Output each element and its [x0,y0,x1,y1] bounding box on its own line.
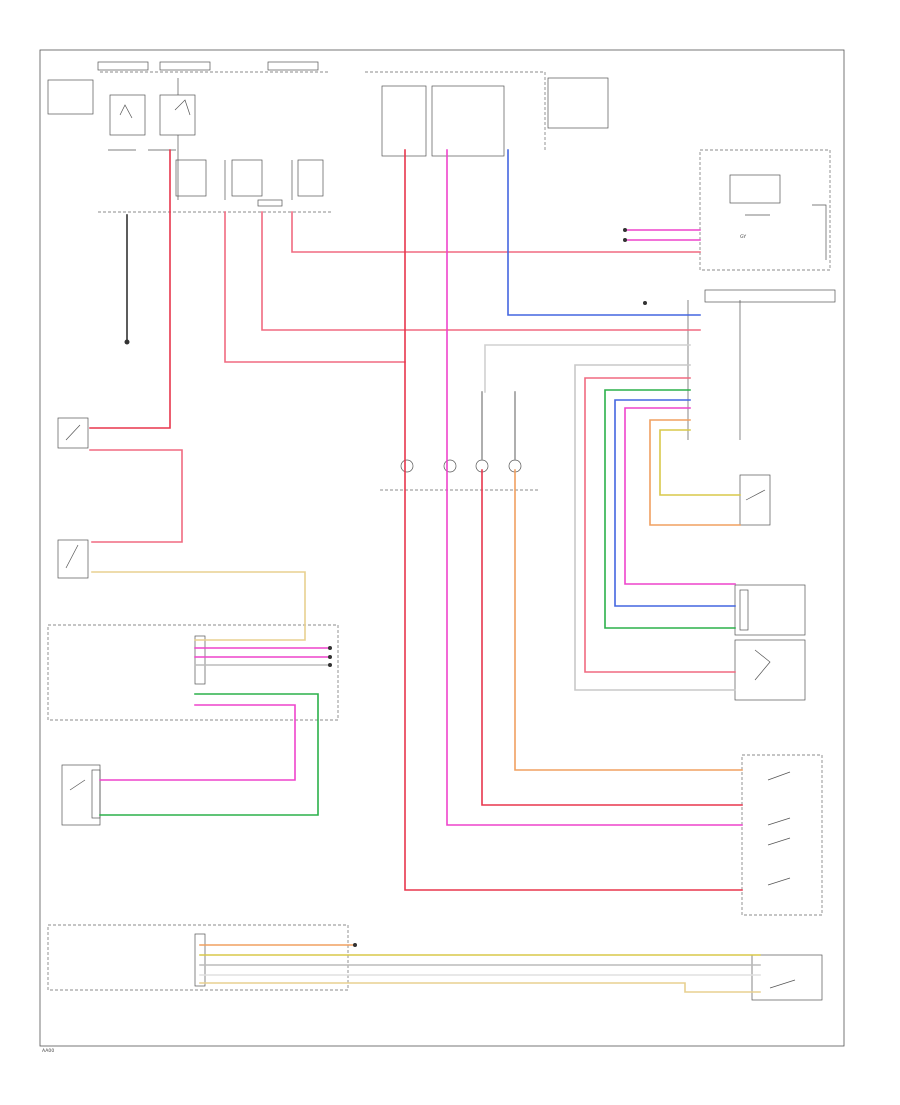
wire-gray-bundle [574,364,736,691]
clutch-sensor-1 [739,474,771,526]
wire-blue-sensor [614,399,736,607]
wire-tan-clutch [91,571,306,641]
bussed-electrical-center [365,71,609,157]
wire-gray-ipc-top [484,344,691,393]
wire-red-brake-feed [89,149,171,429]
diagram-frame [39,49,845,1047]
wire-pink-ipc-battery [261,211,701,331]
ipc-connector [687,289,836,440]
wire-yellow-sensor [659,429,741,496]
wire-bottom-yellow [199,982,761,993]
wire-red-main [404,149,743,891]
clutch-sensor-3 [734,639,806,701]
wire-orange-sensor [649,419,741,526]
wire-pink-sensor-b [584,377,736,673]
ecm-box [47,624,339,721]
splice-pack [380,459,540,491]
svg-text:GY: GY [740,234,746,240]
underhood-fuse-block [47,61,332,213]
wire-magenta-main [446,149,743,826]
brake-switch-components [57,417,89,579]
footer-code: AA00 [42,1048,54,1054]
wire-magenta-sensor [624,407,736,585]
wire-blue-ipc [507,149,701,316]
wire-orange-set [514,469,743,771]
bottom-left-module [47,924,349,991]
brake-pedal-switch [751,954,823,1001]
cruise-switch-top: GY [699,149,831,271]
wire-green-sensor [604,389,736,629]
cruise-control-switch [741,754,823,916]
ground-sensor [61,764,101,826]
wire-magenta-vss [99,704,296,781]
wire-pink-fuse-2 [224,211,406,363]
wire-green-vss [99,693,319,816]
clutch-sensor-2 [734,584,806,636]
wire-red-resume [481,469,743,806]
wire-pink-brake-out [89,449,183,543]
wire-pink-cruise-feed [291,211,701,253]
